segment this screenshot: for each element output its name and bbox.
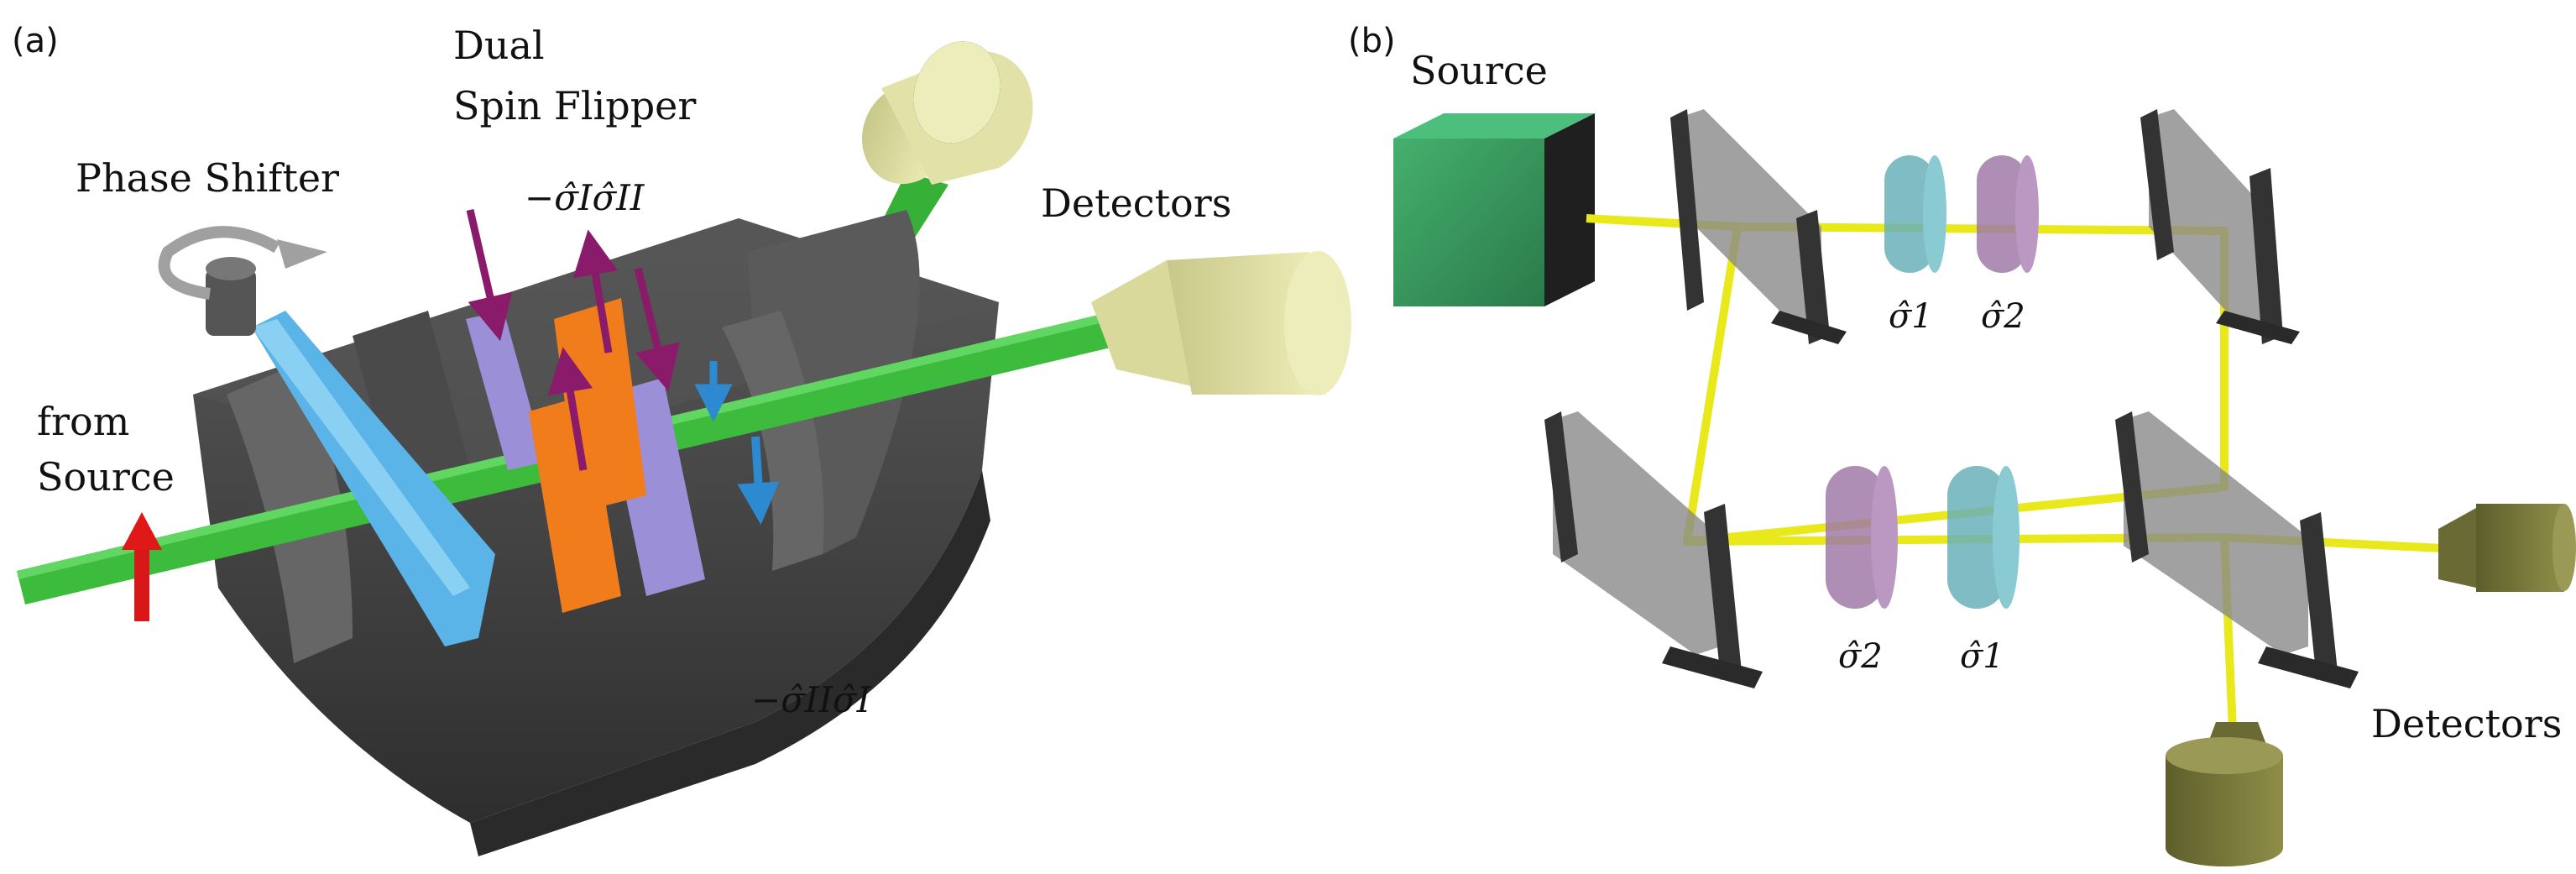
source-box bbox=[1393, 113, 1595, 306]
label-op-top: −σ̂Iσ̂II bbox=[525, 177, 645, 218]
arrow-magenta-3 bbox=[634, 267, 680, 392]
panel-b: (b) bbox=[1348, 22, 2576, 866]
panel-a-tag: (a) bbox=[12, 22, 59, 60]
arrow-magenta-4 bbox=[547, 347, 593, 471]
label-detectors-a: Detectors bbox=[1041, 181, 1231, 226]
blade-right bbox=[722, 311, 824, 571]
detector-bottom-b-icon bbox=[2166, 722, 2283, 866]
detector-right-icon bbox=[1091, 251, 1351, 395]
label-source-a: Source bbox=[37, 454, 175, 500]
mirror-bottom-left bbox=[1544, 411, 1763, 688]
detector-right-b-icon bbox=[2438, 504, 2576, 592]
disc-s2-bottom bbox=[1826, 466, 1898, 609]
phase-shifter-rod bbox=[206, 269, 256, 336]
blade-rear-left bbox=[353, 311, 470, 495]
panel-a: (a) bbox=[12, 22, 1351, 856]
label-source-b: Source bbox=[1410, 48, 1548, 93]
label-phase-shifter: Phase Shifter bbox=[76, 155, 339, 201]
arrow-blue-2 bbox=[737, 436, 780, 525]
housing-front-edge bbox=[470, 470, 990, 856]
label-from: from bbox=[37, 399, 129, 444]
mirror-bottom-right bbox=[2115, 411, 2359, 688]
mirror-top-left bbox=[1670, 109, 1847, 344]
disc-s2-top bbox=[1977, 155, 2039, 273]
label-s1-top: σ̂1 bbox=[1889, 297, 1933, 336]
rotation-arrow-icon bbox=[158, 226, 280, 300]
label-s2-top: σ̂2 bbox=[1981, 297, 2025, 336]
mirror-top-right bbox=[2140, 109, 2300, 344]
label-spin-flipper: Spin Flipper bbox=[453, 83, 696, 128]
arrow-red-icon bbox=[134, 546, 149, 621]
disc-s1-bottom bbox=[1947, 466, 2020, 609]
label-dual: Dual bbox=[453, 23, 545, 68]
disc-s1-top bbox=[1884, 155, 1946, 273]
label-s1-bottom: σ̂1 bbox=[1960, 637, 2004, 676]
detector-upper-icon bbox=[862, 41, 1033, 186]
flipper-purple-back bbox=[466, 311, 546, 470]
panel-b-tag: (b) bbox=[1348, 22, 1396, 60]
label-detectors-b: Detectors bbox=[2371, 701, 2562, 746]
label-op-bottom: −σ̂IIσ̂I bbox=[751, 679, 872, 720]
arrow-magenta-2 bbox=[572, 229, 619, 353]
arrow-magenta-1 bbox=[466, 208, 513, 342]
flipper-orange-front bbox=[529, 395, 621, 613]
label-s2-bottom: σ̂2 bbox=[1838, 637, 1883, 676]
